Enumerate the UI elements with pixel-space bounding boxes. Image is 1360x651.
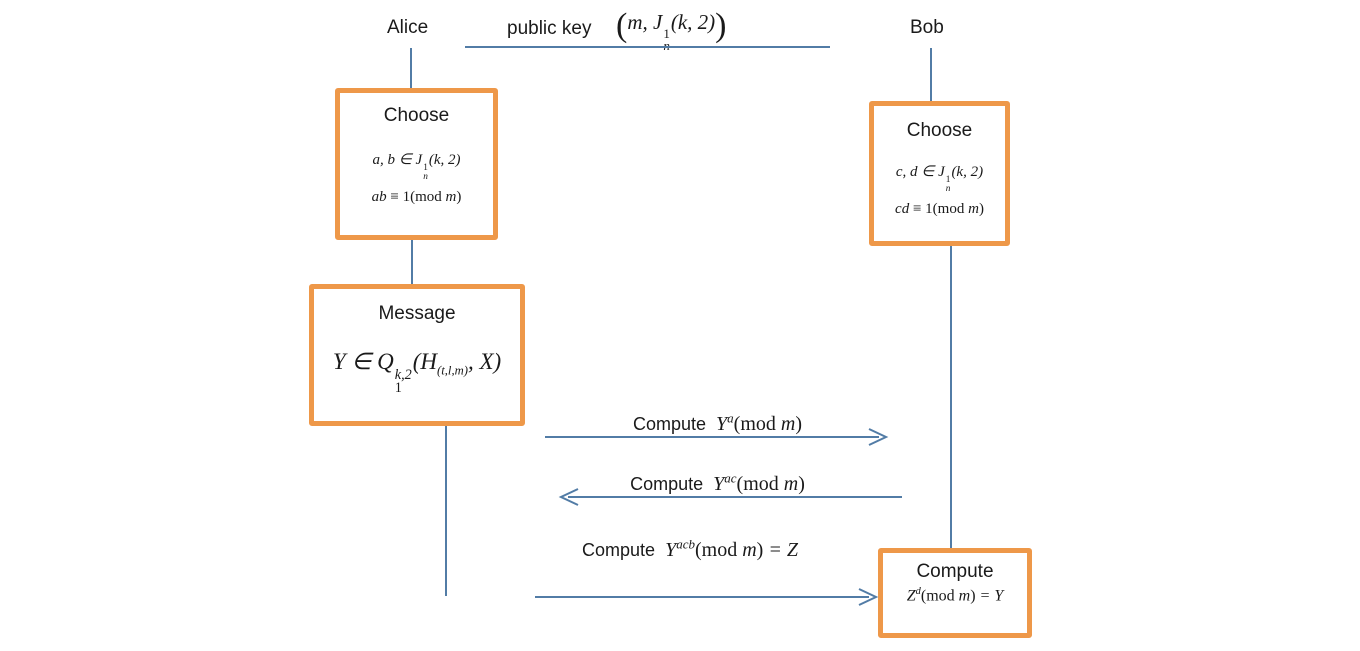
math-mod-close: ) [756, 538, 764, 561]
public-key-underline [465, 46, 830, 48]
message-title: Message [378, 303, 456, 324]
message-1-arrow-right [545, 428, 889, 446]
message-2-label: Compute Yac(mod m) [545, 470, 890, 496]
compute-formula: Zd(mod m) = Y [883, 586, 1027, 605]
math-mid: ≡ 1(mod [386, 188, 446, 205]
message-verb: Compute [630, 473, 704, 494]
math-sup: 1 [945, 175, 951, 186]
bob-choose-math2: cd ≡ 1(mod m) [874, 201, 1005, 218]
math-mod-var: m [742, 538, 757, 561]
alice-choose-math2: ab ≡ 1(mod m) [340, 189, 493, 206]
message-math: Ya(mod m) [716, 410, 802, 435]
compute-box: Compute Zd(mod m) = Y [878, 548, 1032, 638]
math-suffix: = Y [975, 587, 1004, 605]
message-verb: Compute [632, 413, 707, 434]
math-base: Z [906, 587, 916, 605]
math-mod-open: (mod [736, 472, 784, 495]
arrowhead-right-icon [868, 428, 889, 446]
alice-choose-to-message-connector [411, 240, 413, 286]
message-math: Yac(mod m) [713, 470, 805, 495]
math-close: ) [978, 200, 984, 217]
message-verb: Compute [582, 539, 656, 560]
math-sup: k,2 [394, 366, 412, 383]
math-var: ab [371, 188, 387, 205]
math-var: cd [895, 200, 910, 217]
arrowhead-left-icon [558, 488, 579, 506]
message-2-arrow-left [558, 488, 902, 506]
math-mod-var: m [958, 587, 971, 605]
alice-choose-title: Choose [383, 105, 450, 126]
public-key-label: public key [507, 18, 592, 39]
math-mid: (H [412, 349, 438, 374]
message-3-arrow-right [535, 588, 879, 606]
math-sub: n [945, 184, 951, 195]
math-base: Y [665, 538, 677, 561]
message-1-label: Compute Ya(mod m) [545, 410, 890, 436]
math-sup: 1 [423, 163, 428, 174]
math-var2: m [445, 188, 457, 205]
math-mod-open: (mod [920, 587, 959, 605]
math-hsub: (t,l,m) [437, 363, 468, 378]
math-pre: a, b ∈ J [372, 152, 423, 168]
math-sub: n [423, 172, 428, 183]
math-sup: acb [676, 536, 695, 551]
math-mid: ≡ 1(mod [909, 200, 969, 217]
math-var2: m [968, 200, 979, 217]
math-mod-open: (mod [694, 538, 743, 561]
formula-sub: n [663, 39, 670, 52]
formula-pre: m, J [627, 10, 663, 34]
message-math: Yacb(mod m) = Z [665, 536, 798, 561]
public-key-formula: (m, J1n(k, 2)) [616, 7, 727, 53]
math-post: , X) [467, 349, 502, 374]
math-post: (k, 2) [951, 164, 984, 180]
bob-lifeline-upper [930, 48, 932, 101]
bob-choose-title: Choose [906, 120, 973, 141]
actor-label-bob: Bob [910, 17, 944, 38]
math-sup: a [727, 410, 734, 425]
formula-sup: 1 [663, 25, 670, 41]
alice-lifeline-lower [445, 426, 447, 596]
math-mod-close: ) [798, 472, 805, 495]
formula-post: (k, 2) [670, 10, 716, 34]
math-sup: d [915, 586, 921, 597]
message-3-label: Compute Yacb(mod m) = Z [535, 536, 845, 562]
arrowhead-right-icon [858, 588, 879, 606]
bob-lifeline-lower [950, 246, 952, 548]
math-sub: 1 [394, 380, 402, 397]
math-base: Y [716, 412, 728, 435]
compute-title: Compute [916, 561, 994, 582]
alice-lifeline-upper [410, 48, 412, 88]
math-post: (k, 2) [428, 152, 461, 168]
formula-supsub: 1n [663, 25, 670, 53]
math-sup: ac [724, 470, 737, 485]
math-pre: c, d ∈ J [895, 164, 945, 180]
math-mod-var: m [780, 412, 796, 435]
math-mod-open: (mod [733, 412, 781, 435]
math-suffix: = Z [763, 538, 798, 561]
actor-label-alice: Alice [387, 17, 429, 38]
math-mod-close: ) [795, 412, 802, 435]
math-mod-close: ) [970, 587, 976, 605]
open-paren: ( [616, 7, 628, 44]
math-base: Y [713, 472, 725, 495]
math-mod-var: m [783, 472, 799, 495]
math-pre: Y ∈ Q [332, 349, 394, 374]
close-paren: ) [715, 7, 727, 44]
math-close: ) [456, 188, 462, 205]
